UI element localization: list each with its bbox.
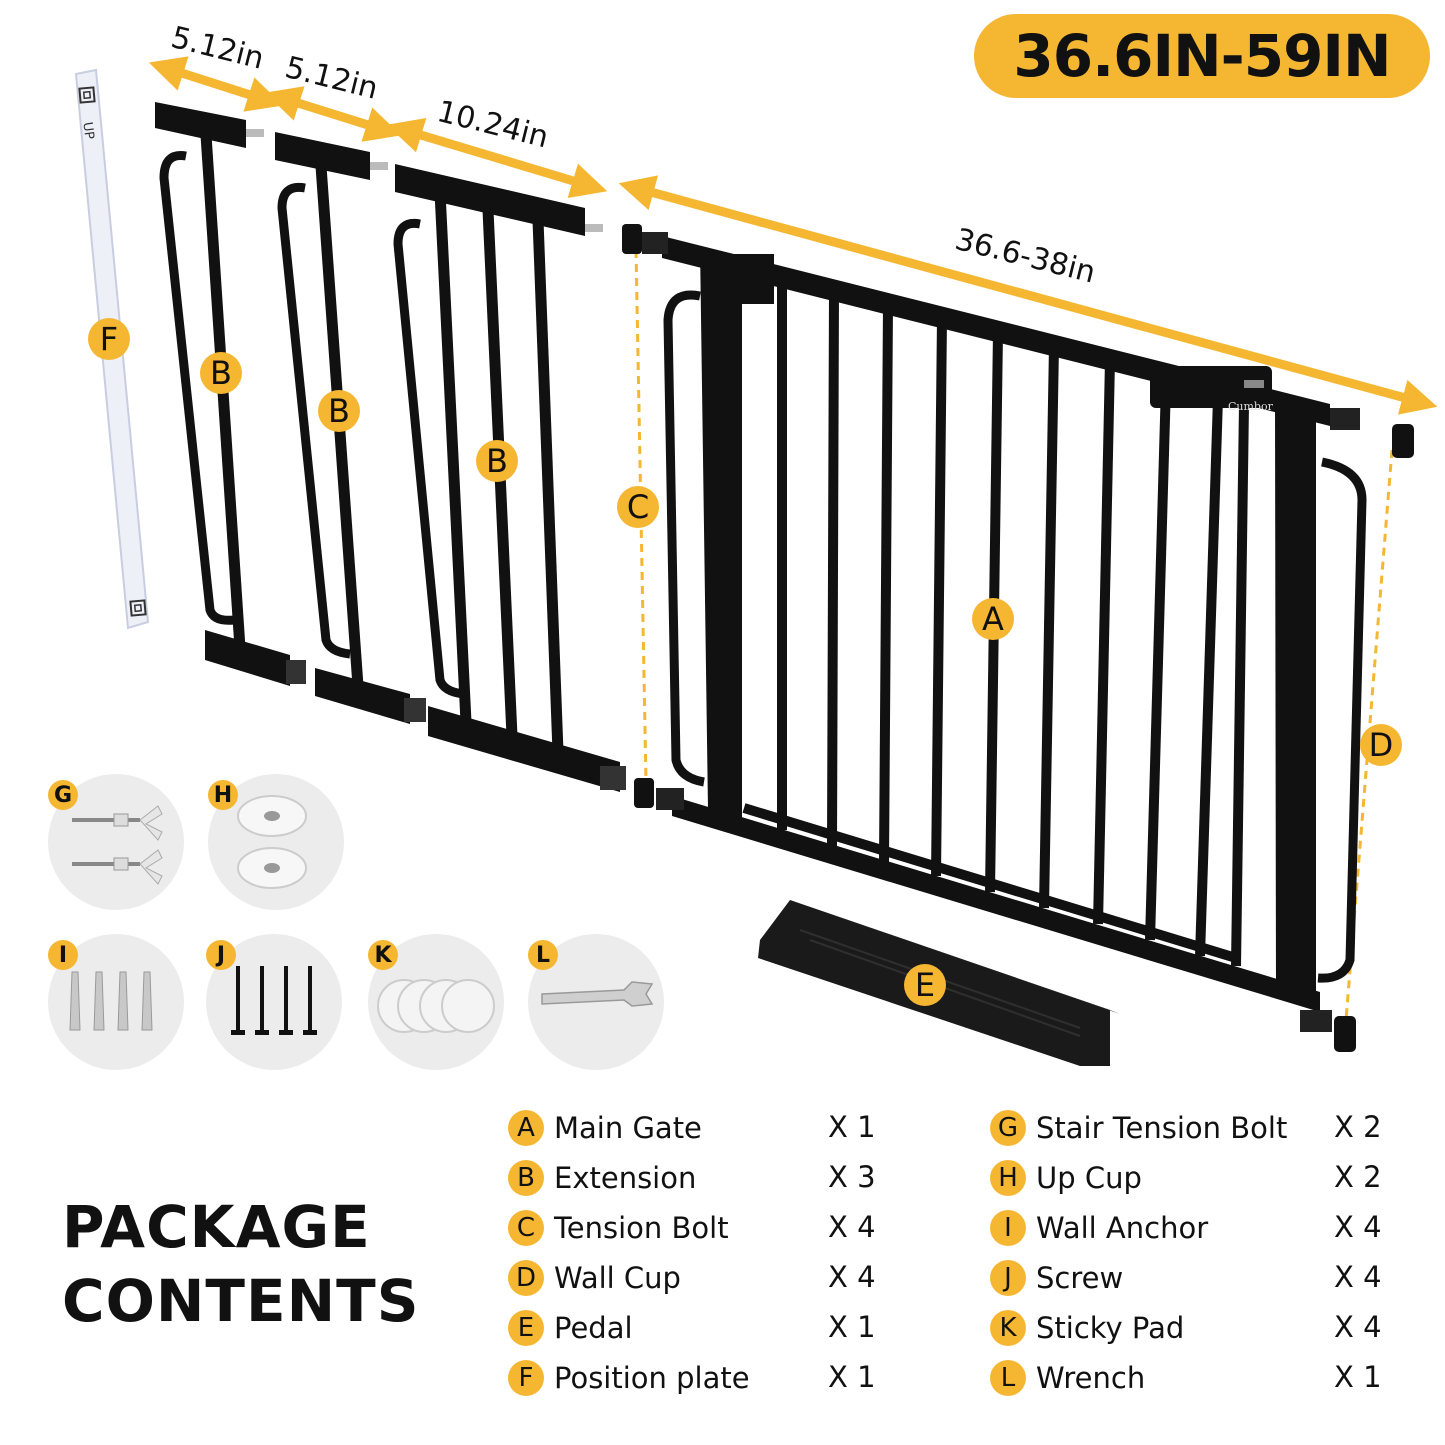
content-name-j: Screw [1036,1261,1124,1295]
content-row-f: F Position plate [508,1358,750,1398]
content-letter-l: L [990,1360,1026,1396]
accessory-g-letter: G [48,780,78,810]
content-letter-d: D [508,1260,544,1296]
sticky-pad-icon [377,979,495,1033]
content-letter-c: C [508,1210,544,1246]
content-letter-e: E [508,1310,544,1346]
up-cup-icon [237,795,307,889]
part-marker-b1: B [200,352,242,394]
main-dimension-arrow [618,175,1438,415]
accessory-l-letter: L [528,940,558,970]
accessory-i-letter: I [48,940,78,970]
content-row-j: J Screw [990,1258,1123,1298]
position-plate-text: UP [79,121,96,140]
accessory-j-letter: J [206,940,236,970]
size-range-label: 36.6IN-59IN [1013,22,1391,90]
wall-anchor-icon [69,971,153,1031]
screw-icon [231,966,317,1035]
content-name-g: Stair Tension Bolt [1036,1111,1288,1145]
part-marker-e: E [904,964,946,1006]
main-gate: Cumbor [622,224,1414,1052]
content-row-d: D Wall Cup [508,1258,681,1298]
content-qty-b: X 3 [828,1160,876,1194]
content-letter-k: K [990,1310,1026,1346]
content-name-i: Wall Anchor [1036,1211,1209,1245]
package-contents-title: PACKAGE CONTENTS [62,1190,419,1338]
content-row-g: G Stair Tension Bolt [990,1108,1287,1148]
content-name-c: Tension Bolt [554,1211,729,1245]
content-row-a: A Main Gate [508,1108,702,1148]
content-letter-a: A [508,1110,544,1146]
package-title-line1: PACKAGE [62,1193,371,1261]
content-name-f: Position plate [554,1361,750,1395]
content-qty-d: X 4 [828,1260,876,1294]
accessory-k-letter: K [368,940,398,970]
content-qty-j: X 4 [1334,1260,1382,1294]
content-qty-f: X 1 [828,1360,876,1394]
content-row-b: B Extension [508,1158,696,1198]
package-title-line2: CONTENTS [62,1267,420,1335]
ext1-dimension-arrow [148,56,284,112]
wrench-icon [541,981,654,1007]
content-qty-c: X 4 [828,1210,876,1244]
content-name-e: Pedal [554,1311,633,1345]
content-letter-h: H [990,1160,1026,1196]
content-letter-b: B [508,1160,544,1196]
content-qty-e: X 1 [828,1310,876,1344]
part-marker-b2: B [318,390,360,432]
content-row-i: I Wall Anchor [990,1208,1208,1248]
content-name-l: Wrench [1036,1361,1146,1395]
content-qty-l: X 1 [1334,1360,1382,1394]
content-row-l: L Wrench [990,1358,1145,1398]
part-marker-d: D [1360,724,1402,766]
content-name-b: Extension [554,1161,697,1195]
part-marker-c: C [617,486,659,528]
content-row-h: H Up Cup [990,1158,1142,1198]
content-qty-a: X 1 [828,1110,876,1144]
part-marker-a: A [972,598,1014,640]
content-row-k: K Sticky Pad [990,1308,1184,1348]
content-qty-h: X 2 [1334,1160,1382,1194]
content-letter-i: I [990,1210,1026,1246]
content-letter-j: J [990,1260,1026,1296]
stair-tension-bolt-icon [72,805,163,885]
content-name-d: Wall Cup [554,1261,681,1295]
ext3-dimension-arrow [386,117,608,199]
content-name-k: Sticky Pad [1036,1311,1185,1345]
content-qty-k: X 4 [1334,1310,1382,1344]
content-name-a: Main Gate [554,1111,702,1145]
content-letter-f: F [508,1360,544,1396]
brand-logo-text: Cumbor [1228,400,1274,413]
extension-3 [393,164,626,792]
accessory-h-letter: H [208,780,238,810]
content-qty-i: X 4 [1334,1210,1382,1244]
content-row-e: E Pedal [508,1308,633,1348]
content-name-h: Up Cup [1036,1161,1142,1195]
part-marker-f: F [88,318,130,360]
part-marker-b3: B [476,440,518,482]
size-range-badge: 36.6IN-59IN [974,14,1430,98]
ext2-dimension-arrow [264,86,402,142]
content-row-c: C Tension Bolt [508,1208,729,1248]
content-qty-g: X 2 [1334,1110,1382,1144]
content-letter-g: G [990,1110,1026,1146]
